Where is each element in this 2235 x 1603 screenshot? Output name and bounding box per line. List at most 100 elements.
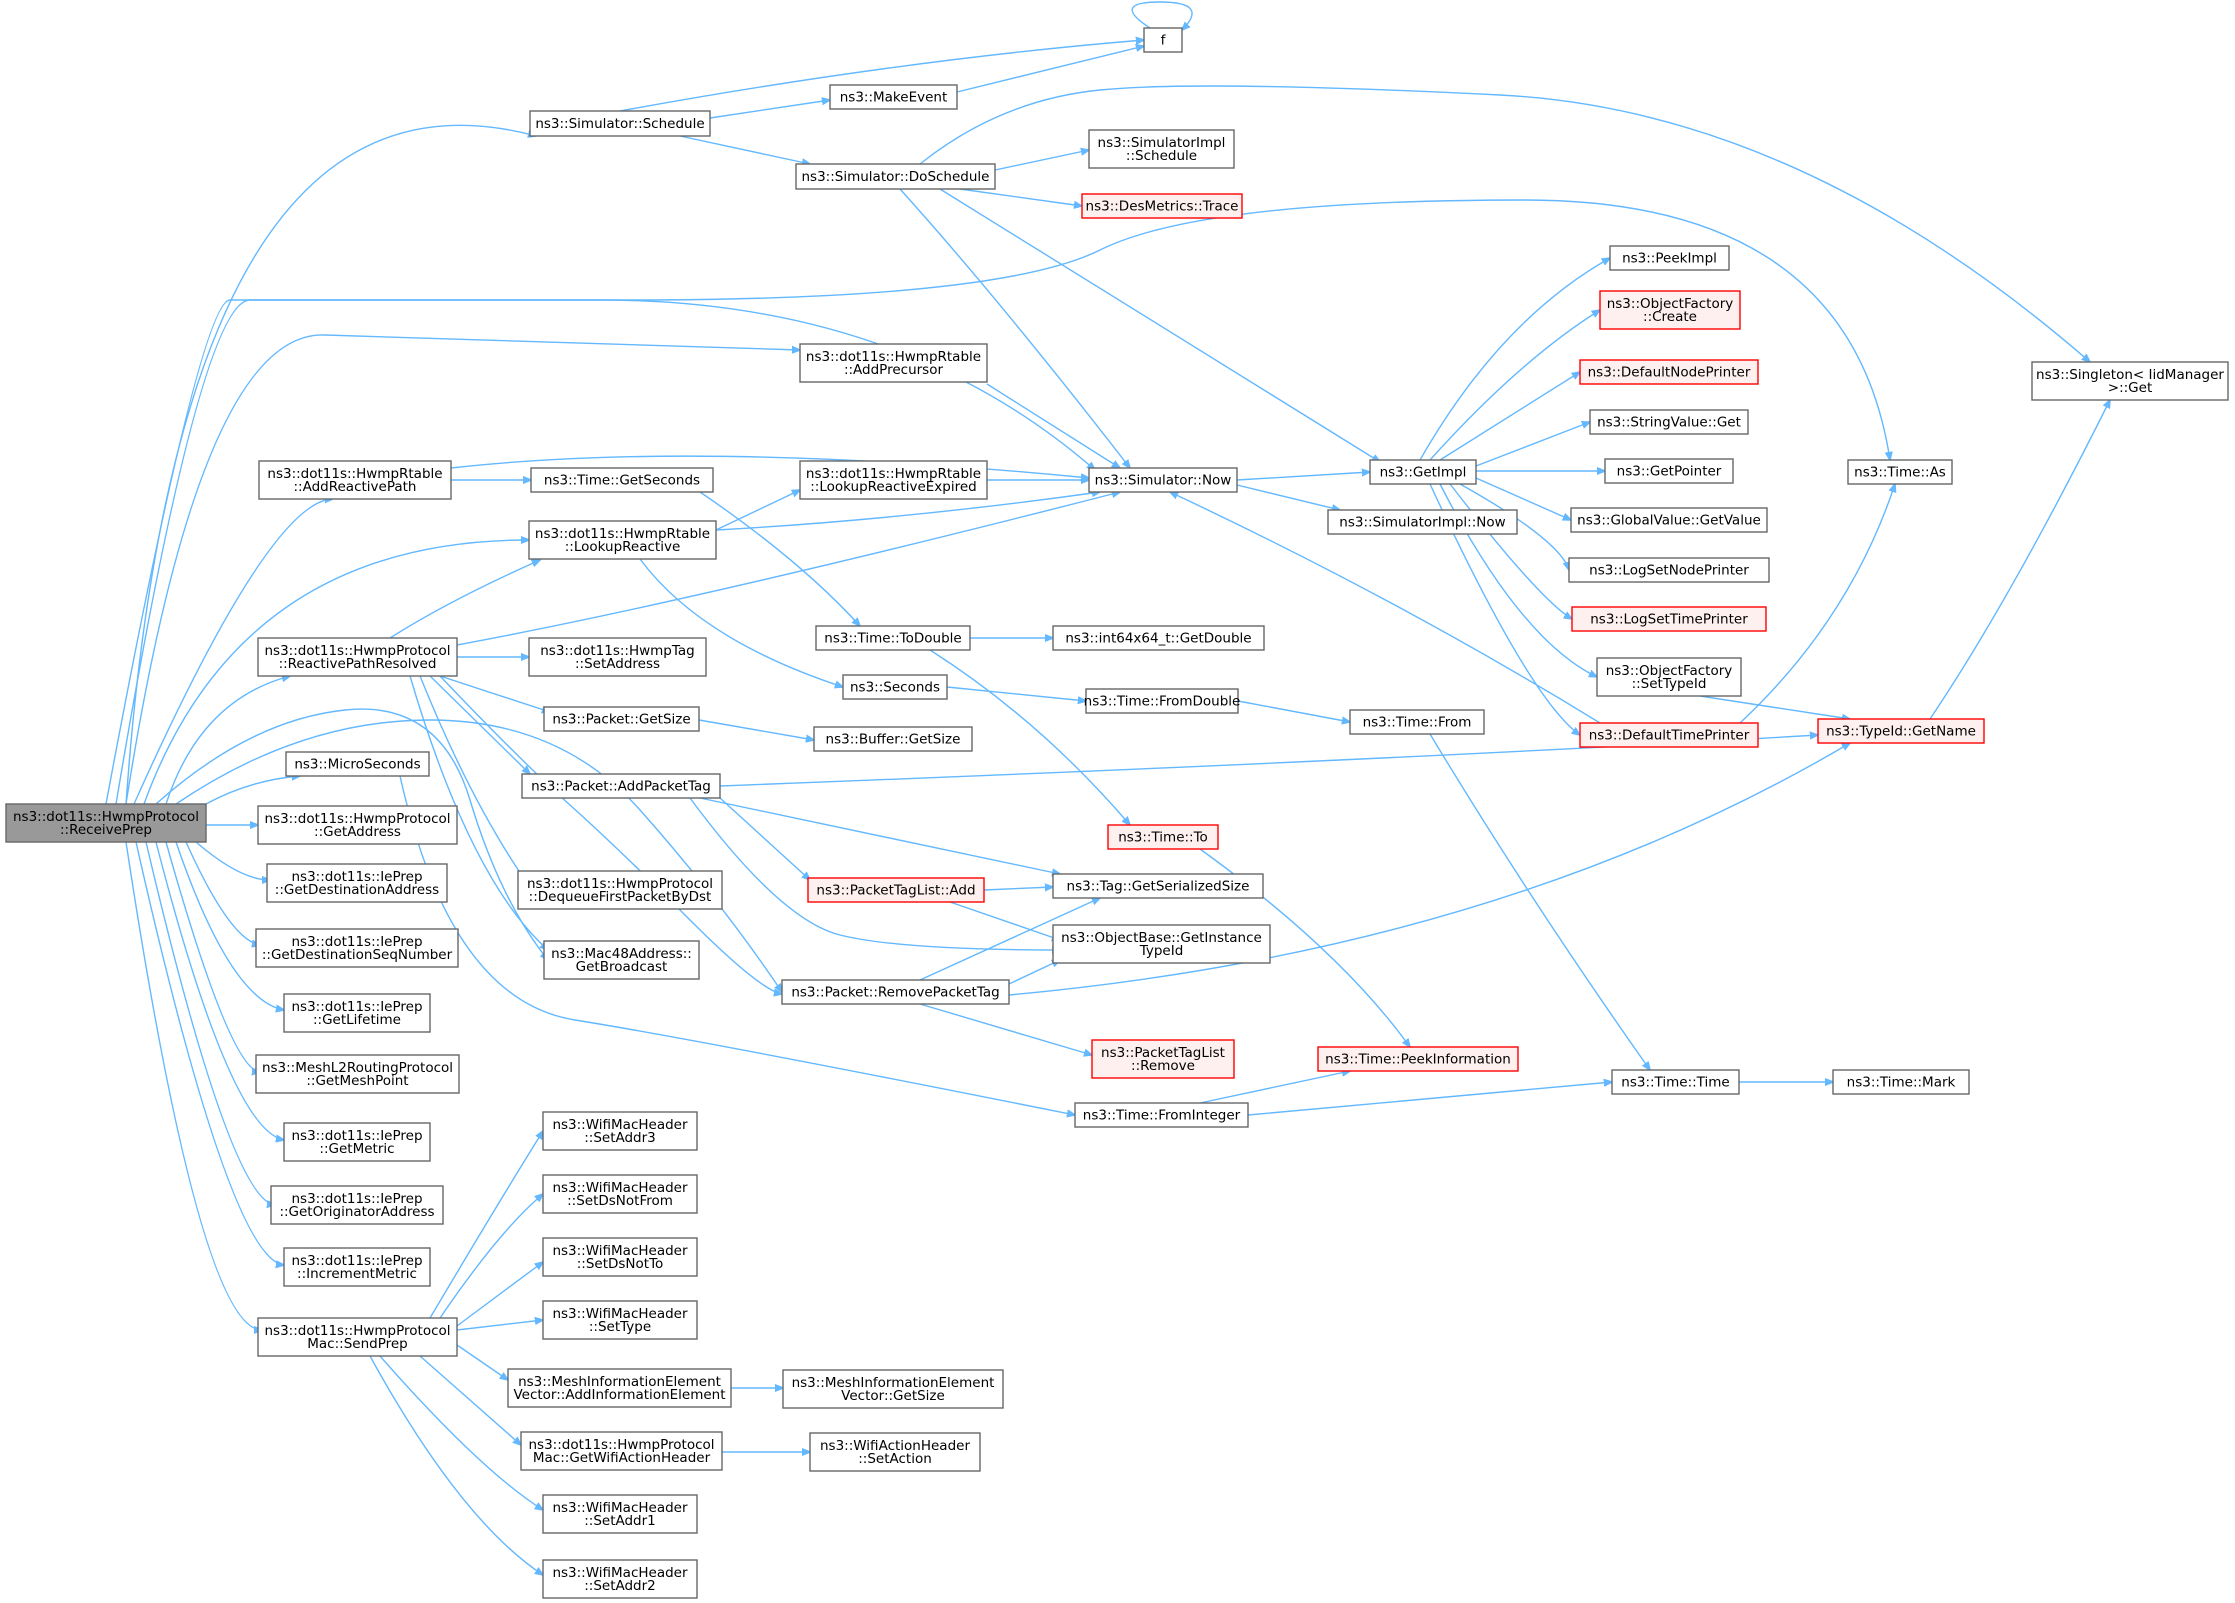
node-box-micro[interactable]	[285, 751, 430, 777]
node-ttime[interactable]: ns3::Time::Time	[1611, 1069, 1740, 1095]
node-peekimpl[interactable]: ns3::PeekImpl	[1609, 245, 1730, 271]
node-box-gvgv[interactable]	[1570, 507, 1768, 533]
node-simsched[interactable]: ns3::SimulatorImpl::Schedule	[1088, 129, 1235, 169]
node-dnp[interactable]: ns3::DefaultNodePrinter	[1579, 359, 1759, 385]
node-box-gdseq[interactable]	[255, 928, 459, 968]
node-box-glife[interactable]	[283, 993, 431, 1033]
node-getimpl[interactable]: ns3::GetImpl	[1369, 459, 1477, 485]
node-box-ptladd[interactable]	[807, 877, 985, 903]
node-migs[interactable]: ns3::MeshInformationElementVector::GetSi…	[782, 1369, 1004, 1409]
node-box-getimpl[interactable]	[1369, 459, 1477, 485]
node-box-sa3[interactable]	[542, 1111, 698, 1151]
node-box-dsnt[interactable]	[542, 1237, 698, 1277]
node-box-ptlrem[interactable]	[1091, 1039, 1235, 1079]
node-box-mac48[interactable]	[543, 940, 700, 980]
node-box-pgs[interactable]	[543, 706, 700, 732]
node-f[interactable]: f	[1143, 27, 1183, 53]
node-bgs[interactable]: ns3::Buffer::GetSize	[813, 726, 973, 752]
node-incm[interactable]: ns3::dot11s::IePrep::IncrementMetric	[283, 1247, 431, 1287]
node-box-ofst[interactable]	[1596, 657, 1742, 697]
node-dq[interactable]: ns3::dot11s::HwmpProtocol::DequeueFirstP…	[517, 870, 723, 910]
node-micro[interactable]: ns3::MicroSeconds	[285, 751, 430, 777]
node-pgs[interactable]: ns3::Packet::GetSize	[543, 706, 700, 732]
node-box-simsched[interactable]	[1088, 129, 1235, 169]
node-box-now[interactable]	[1088, 467, 1238, 493]
node-box-gmetric[interactable]	[283, 1122, 431, 1162]
node-box-sa2[interactable]	[542, 1559, 698, 1599]
node-getsec[interactable]: ns3::Time::GetSeconds	[530, 467, 714, 493]
node-box-gorig[interactable]	[270, 1185, 444, 1225]
node-desm[interactable]: ns3::DesMetrics::Trace	[1081, 193, 1243, 219]
node-box-gwah[interactable]	[520, 1431, 723, 1471]
node-dosch[interactable]: ns3::Simulator::DoSchedule	[795, 163, 996, 190]
node-box-root[interactable]	[5, 803, 207, 843]
node-mkev[interactable]: ns3::MakeEvent	[829, 84, 958, 110]
node-gmesh[interactable]: ns3::MeshL2RoutingProtocol::GetMeshPoint	[255, 1054, 460, 1094]
node-stype[interactable]: ns3::WifiMacHeader::SetType	[542, 1300, 698, 1340]
node-box-peekimpl[interactable]	[1609, 245, 1730, 271]
node-box-addrp[interactable]	[258, 460, 452, 500]
node-root[interactable]: ns3::dot11s::HwmpProtocol::ReceivePrep	[5, 803, 207, 843]
node-box-gdest[interactable]	[266, 863, 448, 903]
node-box-getaddr[interactable]	[257, 805, 458, 845]
node-box-f[interactable]	[1143, 27, 1183, 53]
node-box-todbl[interactable]	[815, 625, 971, 651]
node-todbl[interactable]: ns3::Time::ToDouble	[815, 625, 971, 651]
node-gdseq[interactable]: ns3::dot11s::IePrep::GetDestinationSeqNu…	[255, 928, 459, 968]
node-box-dnp[interactable]	[1579, 359, 1759, 385]
node-box-lstp[interactable]	[1571, 606, 1767, 632]
node-sa3[interactable]: ns3::WifiMacHeader::SetAddr3	[542, 1111, 698, 1151]
node-box-timeto[interactable]	[1107, 824, 1219, 850]
node-box-lre[interactable]	[799, 460, 988, 500]
node-miev[interactable]: ns3::MeshInformationElementVector::AddIn…	[507, 1368, 732, 1408]
node-box-rpt[interactable]	[781, 979, 1010, 1005]
node-fromint[interactable]: ns3::Time::FromInteger	[1074, 1102, 1249, 1128]
node-box-secs[interactable]	[842, 674, 948, 700]
node-tidgn[interactable]: ns3::TypeId::GetName	[1817, 718, 1985, 744]
node-gmetric[interactable]: ns3::dot11s::IePrep::GetMetric	[283, 1122, 431, 1162]
node-gorig[interactable]: ns3::dot11s::IePrep::GetOriginatorAddres…	[270, 1185, 444, 1225]
node-box-wahsa[interactable]	[809, 1432, 981, 1472]
node-i64[interactable]: ns3::int64x64_t::GetDouble	[1052, 625, 1265, 651]
node-ptladd[interactable]: ns3::PacketTagList::Add	[807, 877, 985, 903]
node-lookr[interactable]: ns3::dot11s::HwmpRtable::LookupReactive	[528, 520, 717, 560]
node-sa1[interactable]: ns3::WifiMacHeader::SetAddr1	[542, 1494, 698, 1534]
node-ofst[interactable]: ns3::ObjectFactory::SetTypeId	[1596, 657, 1742, 697]
node-dsnf[interactable]: ns3::WifiMacHeader::SetDsNotFrom	[542, 1174, 698, 1214]
node-tfrom[interactable]: ns3::Time::From	[1349, 709, 1485, 735]
node-setaddr[interactable]: ns3::dot11s::HwmpTag::SetAddress	[528, 637, 707, 677]
node-box-tmark[interactable]	[1832, 1069, 1970, 1095]
node-box-dq[interactable]	[517, 870, 723, 910]
node-ptlrem[interactable]: ns3::PacketTagList::Remove	[1091, 1039, 1235, 1079]
node-box-i64[interactable]	[1052, 625, 1265, 651]
node-box-desm[interactable]	[1081, 193, 1243, 219]
node-dsnt[interactable]: ns3::WifiMacHeader::SetDsNotTo	[542, 1237, 698, 1277]
node-rpt[interactable]: ns3::Packet::RemovePacketTag	[781, 979, 1010, 1005]
node-secs[interactable]: ns3::Seconds	[842, 674, 948, 700]
node-rpr[interactable]: ns3::dot11s::HwmpProtocol::ReactivePathR…	[257, 637, 458, 677]
node-box-getsec[interactable]	[530, 467, 714, 493]
node-box-dtp[interactable]	[1579, 722, 1759, 748]
node-sched[interactable]: ns3::Simulator::Schedule	[529, 110, 711, 137]
node-box-ttime[interactable]	[1611, 1069, 1740, 1095]
node-box-sendp[interactable]	[257, 1317, 458, 1357]
node-box-stype[interactable]	[542, 1300, 698, 1340]
node-getaddr[interactable]: ns3::dot11s::HwmpProtocol::GetAddress	[257, 805, 458, 845]
node-now[interactable]: ns3::Simulator::Now	[1088, 467, 1238, 493]
node-box-apt[interactable]	[521, 773, 721, 799]
node-apt[interactable]: ns3::Packet::AddPacketTag	[521, 773, 721, 799]
node-box-miev[interactable]	[507, 1368, 732, 1408]
node-lsnp[interactable]: ns3::LogSetNodePrinter	[1568, 557, 1770, 583]
node-box-bgs[interactable]	[813, 726, 973, 752]
node-timeto[interactable]: ns3::Time::To	[1107, 824, 1219, 850]
node-sa2[interactable]: ns3::WifiMacHeader::SetAddr2	[542, 1559, 698, 1599]
node-svget[interactable]: ns3::StringValue::Get	[1589, 409, 1749, 435]
node-dtp[interactable]: ns3::DefaultTimePrinter	[1579, 722, 1759, 748]
node-tgss[interactable]: ns3::Tag::GetSerializedSize	[1052, 873, 1264, 899]
node-box-simnow[interactable]	[1327, 509, 1518, 535]
node-box-fromint[interactable]	[1074, 1102, 1249, 1128]
node-box-fromdbl[interactable]	[1085, 688, 1239, 714]
node-box-lsnp[interactable]	[1568, 557, 1770, 583]
node-box-singleton[interactable]	[2031, 361, 2229, 401]
